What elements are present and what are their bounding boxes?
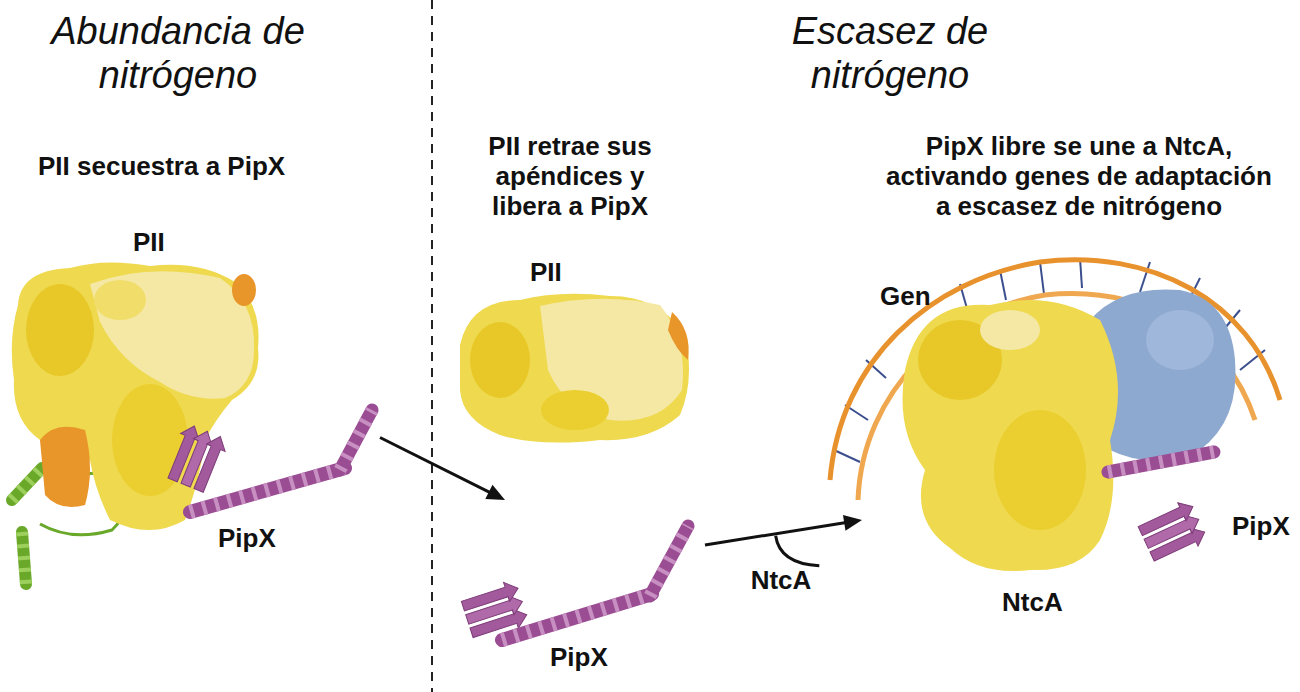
arrow-head [485,485,505,500]
protein-label: PII [530,258,562,288]
pii-orange-patch [668,312,689,360]
dna-base [834,450,860,462]
pipx-helix [650,526,688,596]
pii-pipx-complex [12,262,372,584]
arrow-head [843,515,862,531]
pipx-sheet [1136,498,1209,566]
ntca-blue-lobe [1146,310,1214,370]
pii-lobe [541,390,609,430]
flow-arrow [380,438,505,501]
pipx-helix [650,526,688,596]
pii-lobe [94,280,146,320]
beta-strand [1136,498,1197,541]
pii-surface [12,262,259,530]
stage-heading: PII retrae sus apéndices y libera a PipX [470,132,670,222]
section-heading: Abundancia de nitrógeno [48,10,308,97]
free-pipx [460,526,688,642]
green-helix [22,532,26,584]
stage-heading: PipX libre se une a NtcA, activando gene… [881,132,1277,222]
green-helix [12,468,42,500]
stage-region: PII secuestra a PipX PII PipX [4,140,380,565]
pii-retracted [460,294,689,443]
flow-arrow [705,515,862,545]
beta-strand [460,579,521,616]
protein-label: PII secuestra a PipX [38,152,285,182]
pipx-helix [502,594,652,640]
beta-strand [189,433,229,494]
green-helix [12,468,42,500]
ntca-lobe [980,310,1040,350]
section-heading: Escasez de nitrógeno [765,10,1015,97]
pii-orange-patch [40,427,90,507]
pii-surface [460,294,689,443]
pipx-helix [502,594,652,640]
pipx-helix [190,468,345,512]
pipx-helix [1108,452,1214,472]
pii-lobe [26,284,94,376]
pipx-helix [340,410,372,470]
pipx-helix [1108,452,1214,472]
green-helix [22,532,26,584]
stage-region: PipX [455,500,705,680]
ntca-lobe [994,410,1086,530]
pii-lobe [470,322,530,398]
pii-orange-patch [232,274,256,306]
stage-region: PII retrae sus apéndices y libera a PipX… [450,128,690,448]
protein-label: PipX [218,524,276,554]
protein-label: NtcA [1002,588,1063,618]
stage-region: PipX libre se une a NtcA, activando gene… [862,128,1296,628]
protein-label: PipX [1232,512,1290,542]
pipx-helix [340,410,372,470]
protein-label: Gen [880,282,931,312]
arrow-line [380,438,491,493]
dna-base [1000,270,1006,300]
binding-tick [776,536,820,566]
ntca-pipx-dna-complex [830,258,1280,571]
dna-base [1040,262,1044,294]
pipx-helix [190,468,345,512]
pipx-sheet [163,422,229,494]
dna-base [1080,258,1082,288]
protein-label: PipX [550,643,608,673]
edge-label: NtcA [751,566,812,596]
protein-label: PII [133,228,165,258]
ntca-yellow-subunit [903,300,1119,571]
pii-surface-light [90,271,254,398]
divider-line [431,0,433,692]
